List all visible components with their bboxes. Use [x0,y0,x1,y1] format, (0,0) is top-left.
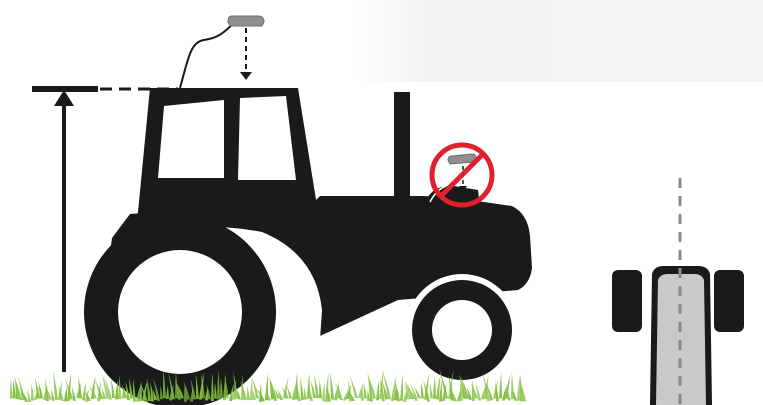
grass-blade [430,383,433,398]
top-view-wheel-right [714,270,744,332]
grass-blade [330,372,334,399]
grass-blade [322,382,325,401]
exhaust-stack [394,92,410,204]
grass-blade [433,376,436,399]
cab-window-right [238,96,296,180]
grass-blade [53,371,58,400]
grass-blade [250,378,253,400]
antenna-cable [180,24,233,88]
window-sill [164,186,222,196]
grass-blade [517,375,520,400]
antenna-drop-arrowhead [240,72,252,80]
cab-window-left [158,100,224,178]
grass-blade [319,379,322,398]
grass-blade [376,380,379,400]
tractor-top-view [612,178,744,405]
grass-blade [307,373,310,399]
grass-blade [10,379,13,399]
grass-blade [247,385,250,400]
grass-blade [364,383,367,398]
grass-blade [31,382,34,400]
grass-blade [400,374,403,401]
grass-blade [27,389,31,401]
grass-blade [304,388,307,400]
front-rim [432,300,492,360]
grass-blade [421,382,424,399]
up-arrowhead [54,90,74,106]
height-reference-bar [32,86,98,92]
rear-rim [118,250,242,374]
front-wheel [406,274,518,386]
gps-antenna-icon [228,16,264,26]
grass-blade [64,386,67,401]
grass-blade [499,372,502,398]
grass-blade [300,378,304,400]
correct-antenna-group [180,16,264,88]
top-view-wheel-left [612,270,642,332]
